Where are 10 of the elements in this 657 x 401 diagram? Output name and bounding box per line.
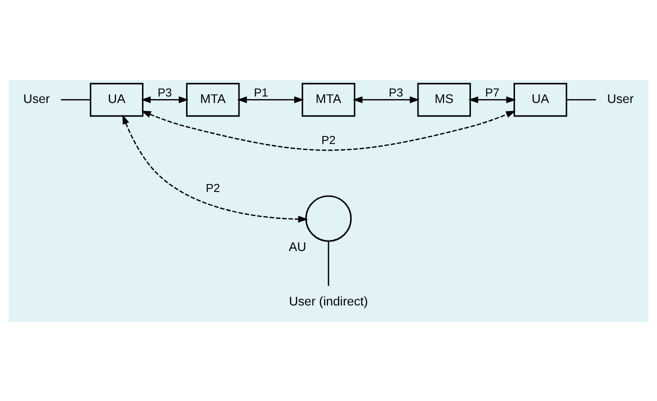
node-label: AU	[288, 240, 306, 254]
node-text: User	[607, 92, 634, 106]
edge-label: P2	[206, 181, 220, 194]
node-text: User (indirect)	[289, 294, 368, 308]
edge-label: P7	[485, 86, 500, 100]
edge-label: P1	[254, 86, 268, 100]
edge-label: P3	[388, 86, 404, 100]
edge-label: P2	[321, 134, 336, 147]
edge-label: P3	[158, 86, 172, 100]
node-text: User	[23, 92, 50, 106]
